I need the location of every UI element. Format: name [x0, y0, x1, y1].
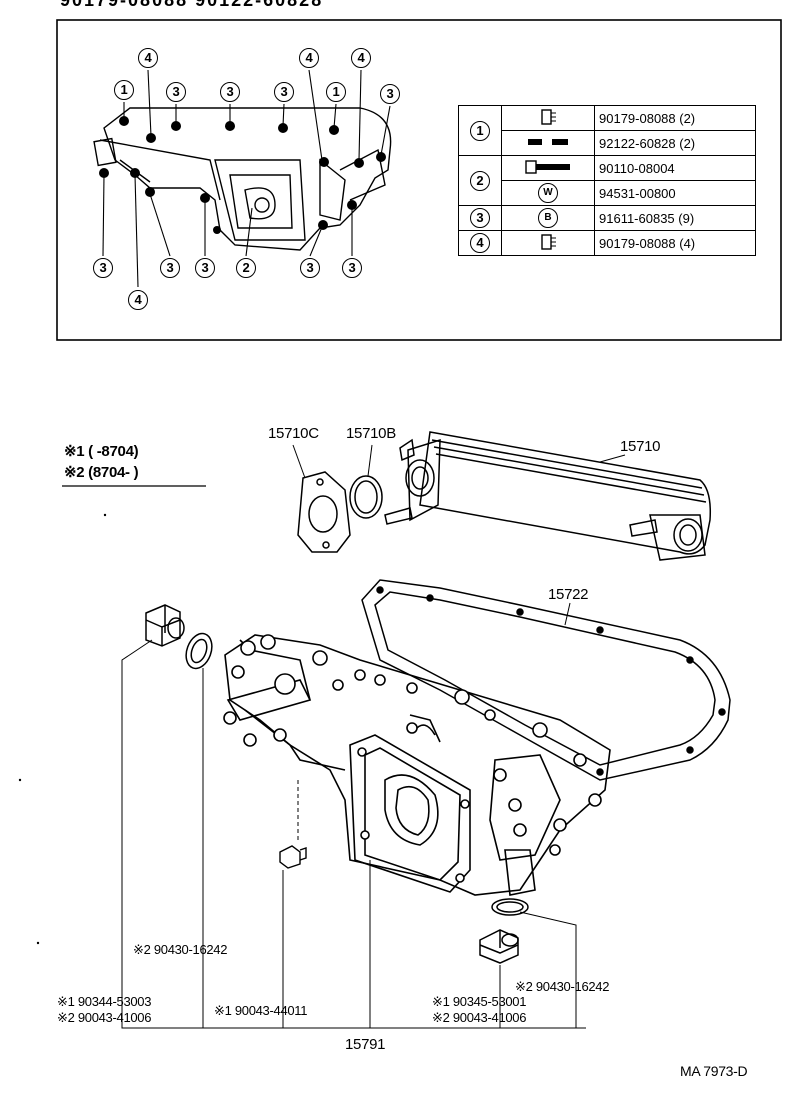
gasket-ring-left — [185, 632, 213, 670]
bolt-b-symbol: B — [501, 205, 595, 231]
callout-3-g: 3 — [195, 258, 215, 278]
oring-15710b — [349, 475, 383, 519]
callout-3-e: 3 — [93, 258, 113, 278]
table-key: 3 — [458, 205, 502, 231]
long-bolt-icon — [501, 155, 595, 181]
callout-3-b: 3 — [220, 82, 240, 102]
table-key: 2 — [458, 155, 502, 206]
table-row: 92122-60828 (2) — [459, 130, 756, 156]
diagram-id: MA 7973-D — [680, 1063, 748, 1079]
label-plug-left-1: ※1 90344-53003 — [57, 994, 152, 1009]
label-15710: 15710 — [620, 438, 661, 455]
label-gasket-left: ※2 90430-16242 — [133, 942, 228, 957]
table-key: 1 — [458, 105, 502, 156]
bottom-leaders — [121, 639, 586, 1029]
label-plug-right-2: ※2 90043-41006 — [432, 1010, 527, 1025]
bolt-icon — [501, 230, 595, 256]
callout-1-a: 1 — [114, 80, 134, 100]
callout-3-a: 3 — [166, 82, 186, 102]
label-15710c: 15710C — [268, 425, 319, 442]
oil-cooler-element-15710 — [384, 431, 712, 561]
callout-3-f: 3 — [160, 258, 180, 278]
gasket-15710c — [297, 471, 351, 553]
table-row: 2 90110-08004 — [458, 155, 756, 206]
legend-note-1: ※1 ( -8704) — [64, 443, 139, 460]
label-plug-right-1: ※1 90345-53001 — [432, 994, 527, 1009]
label-drain-plug: ※1 90043-44011 — [214, 1003, 308, 1018]
callout-3-h: 3 — [300, 258, 320, 278]
callout-3-d: 3 — [380, 84, 400, 104]
table-row: 3 B 91611-60835 (9) — [458, 205, 756, 231]
inset-leaders — [102, 69, 391, 288]
label-15722: 15722 — [548, 586, 589, 603]
oil-cooler-cover-15791 — [223, 634, 611, 896]
callout-3-c: 3 — [274, 82, 294, 102]
plug-left — [145, 604, 185, 647]
table-row: W 94531-00800 — [459, 180, 756, 206]
table-row: 4 90179-08088 (4) — [458, 230, 756, 256]
callout-4-a: 4 — [138, 48, 158, 68]
bolt-icon — [501, 105, 595, 131]
gasket-15722 — [361, 579, 731, 781]
callout-2-a: 2 — [236, 258, 256, 278]
part-number: 94531-00800 — [594, 180, 756, 206]
part-number: 91611-60835 (9) — [594, 205, 756, 231]
label-gasket-right: ※2 90430-16242 — [515, 979, 610, 994]
callout-4-c: 4 — [351, 48, 371, 68]
inset-frame — [56, 19, 782, 341]
callout-3-i: 3 — [342, 258, 362, 278]
callout-1-b: 1 — [326, 82, 346, 102]
table-key: 4 — [458, 230, 502, 256]
label-plug-left-2: ※2 90043-41006 — [57, 1010, 152, 1025]
plug-right — [479, 929, 519, 964]
fastener-table: 1 90179-08088 (2) 92122-60828 (2) 2 9011… — [458, 105, 756, 256]
callout-4-d: 4 — [128, 290, 148, 310]
legend-note-2: ※2 (8704- ) — [64, 464, 139, 481]
table-row: 1 90179-08088 (2) — [458, 105, 756, 156]
label-15791: 15791 — [345, 1036, 386, 1053]
callout-4-b: 4 — [299, 48, 319, 68]
part-number: 90179-08088 (4) — [594, 230, 756, 256]
label-15710b: 15710B — [346, 425, 396, 442]
gasket-ring-right — [491, 898, 529, 916]
header-fragment: 90179-08088 90122-60828 — [60, 0, 324, 10]
drain-plug — [279, 845, 307, 869]
